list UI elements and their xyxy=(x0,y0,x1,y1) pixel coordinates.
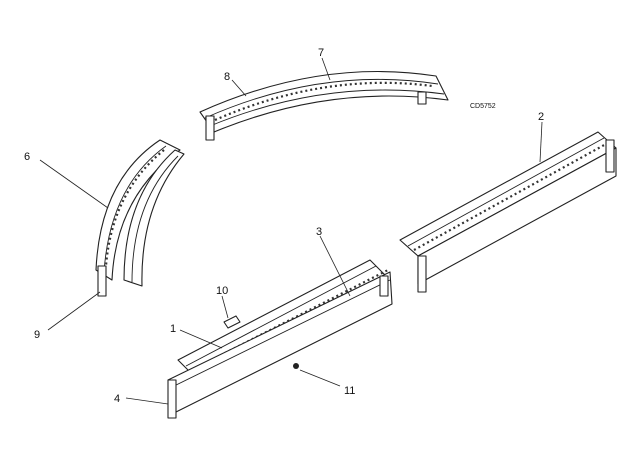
leader-lines xyxy=(39,57,543,405)
callout-7: 7 xyxy=(318,47,324,59)
callout-4: 4 xyxy=(114,393,120,405)
drawing-code: CD5752 xyxy=(470,103,496,110)
callout-9: 9 xyxy=(34,329,40,341)
callout-10: 10 xyxy=(216,285,228,297)
callout-2: 2 xyxy=(538,111,544,123)
callout-3: 3 xyxy=(316,226,322,238)
straight-rail-right xyxy=(399,131,617,293)
callout-11: 11 xyxy=(344,385,355,397)
curved-rail-top xyxy=(199,70,449,141)
callout-labels: 7 8 CD5752 6 2 3 1 10 11 4 9 xyxy=(24,47,544,405)
callout-6: 6 xyxy=(24,151,30,163)
clip-part-10 xyxy=(223,315,241,329)
curved-rail-left xyxy=(95,139,185,297)
straight-rail-front xyxy=(167,259,393,419)
screw-part-11 xyxy=(293,363,299,369)
callout-8: 8 xyxy=(224,71,230,83)
callout-1: 1 xyxy=(170,323,176,335)
